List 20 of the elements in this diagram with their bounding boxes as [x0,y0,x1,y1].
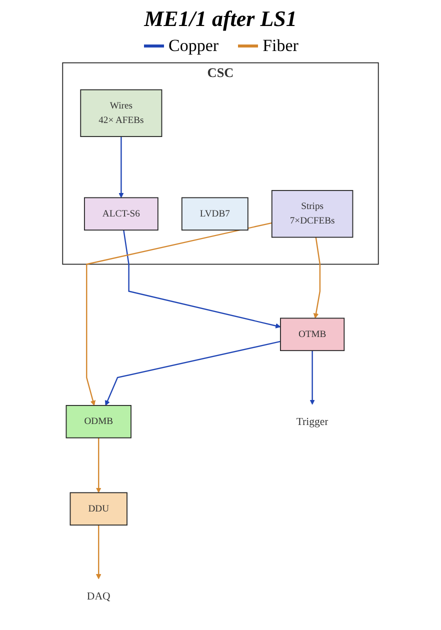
node-box: LVDB7 [181,197,248,231]
legend-label: Copper [168,36,219,56]
arrow [96,438,102,493]
node-box: Strips 7×DCFEBs [271,190,354,238]
arrow [86,222,272,406]
arrow [310,350,315,405]
arrow [96,525,102,580]
diagram-title: ME1/1 after LS1 [142,6,298,32]
node-box: ALCT-S6 [84,197,158,231]
node-box: OTMB [280,318,345,352]
node-text: DAQ [86,590,110,602]
arrow [313,237,321,318]
arrow [123,230,281,328]
legend-label: Fiber [262,36,298,56]
node-text: Trigger [296,415,328,428]
node-box: Wires 42× AFEBs [80,89,162,137]
node-box: DDU [70,492,128,526]
node-box: ODMB [66,405,132,438]
arrow [118,136,124,198]
arrow [105,340,281,406]
